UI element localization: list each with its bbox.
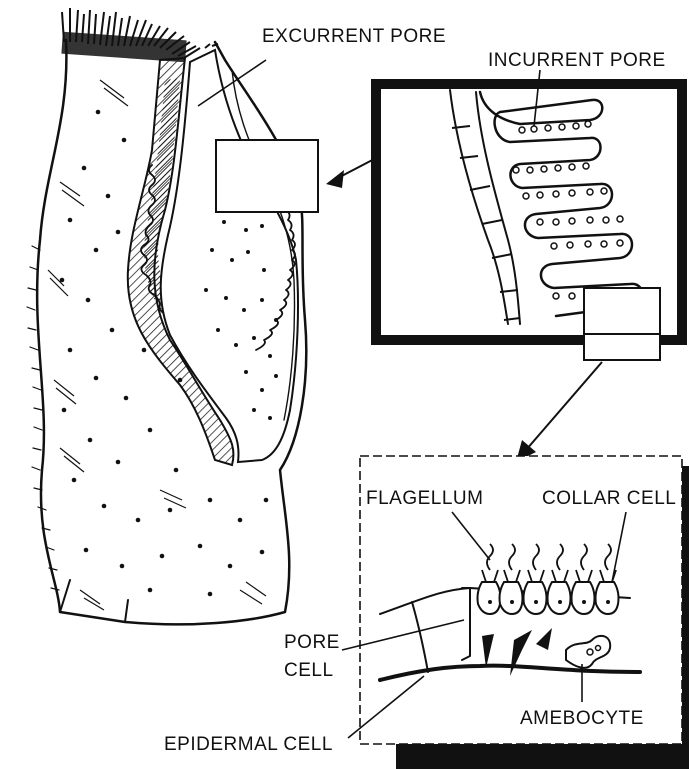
spongocoel-cavity: [161, 50, 298, 462]
incurrent-pore-panel: [376, 84, 682, 360]
sponge-body: [27, 8, 318, 624]
sponge-base-edge: [60, 580, 128, 622]
epidermal-cell-label: EPIDERMAL CELL: [164, 734, 333, 755]
flagellum-label: FLAGELLUM: [366, 488, 483, 509]
amebocyte-label: AMEBOCYTE: [520, 708, 644, 729]
collar-cell-label: COLLAR CELL: [542, 488, 676, 509]
magnify-box-canal: [584, 288, 660, 360]
pore-cell-label-line2: CELL: [284, 660, 334, 681]
excurrent-pore-label: EXCURRENT PORE: [262, 26, 446, 47]
pore-cell-label-line1: PORE: [284, 632, 340, 653]
magnify-box-body: [216, 140, 318, 212]
osculum-rim: [61, 32, 186, 63]
incurrent-pore-label: INCURRENT PORE: [488, 50, 666, 71]
zoom-arrow-2: [516, 362, 602, 462]
